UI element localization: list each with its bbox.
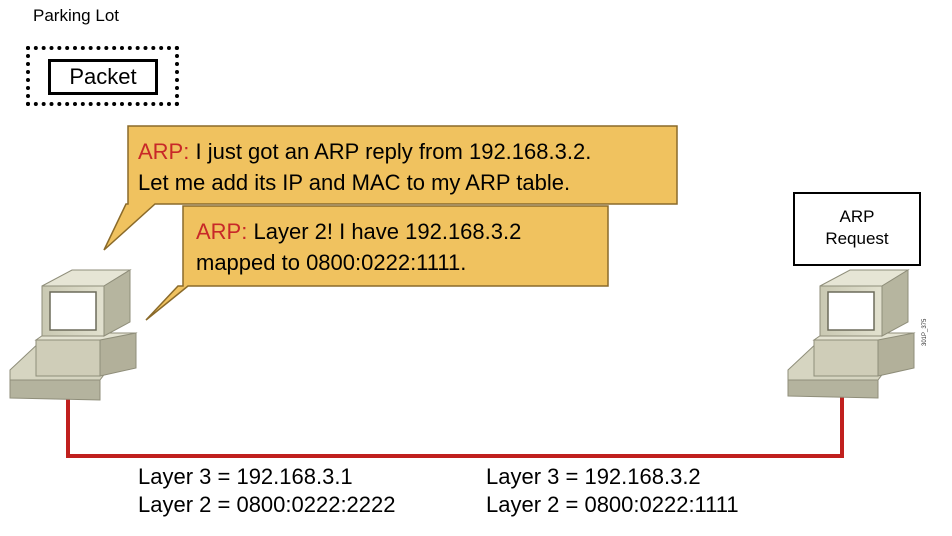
arp-request-line-1: ARP — [839, 207, 875, 226]
bubble-mapping-line-2: mapped to 0800:0222:1111. — [196, 250, 467, 275]
figure-code: 301P_375 — [922, 318, 928, 346]
left-host-addresses: Layer 3 = 192.168.3.1 Layer 2 = 0800:022… — [138, 463, 396, 519]
arp-tag: ARP: — [138, 139, 190, 164]
left-host-layer3: Layer 3 = 192.168.3.1 — [138, 464, 353, 489]
bubble-mapping-text: ARP: Layer 2! I have 192.168.3.2 mapped … — [196, 216, 521, 278]
arp-tag: ARP: — [196, 219, 248, 244]
right-host-addresses: Layer 3 = 192.168.3.2 Layer 2 = 0800:022… — [486, 463, 739, 519]
arp-request-box: ARP Request — [793, 192, 921, 266]
bubble-mapping-line-1: ARP: Layer 2! I have 192.168.3.2 — [196, 216, 521, 247]
bubble-reply-text: ARP: I just got an ARP reply from 192.16… — [138, 136, 591, 198]
speech-bubble-reply — [103, 125, 678, 251]
bubble-mapping-line-1-text: Layer 2! I have 192.168.3.2 — [253, 219, 522, 244]
bubble-reply-line-1: ARP: I just got an ARP reply from 192.16… — [138, 136, 591, 167]
parking-lot-title: Parking Lot — [33, 6, 119, 25]
left-host-layer2: Layer 2 = 0800:0222:2222 — [138, 492, 396, 517]
arp-request-line-2: Request — [825, 229, 889, 248]
packet-box: Packet — [48, 59, 158, 95]
left-computer-icon — [9, 269, 138, 401]
right-host-layer3: Layer 3 = 192.168.3.2 — [486, 464, 701, 489]
network-link — [66, 396, 844, 458]
right-host-layer2: Layer 2 = 0800:0222:1111 — [486, 492, 739, 517]
right-computer-icon — [787, 269, 916, 399]
bubble-reply-line-1-text: I just got an ARP reply from 192.168.3.2… — [195, 139, 592, 164]
bubble-reply-line-2: Let me add its IP and MAC to my ARP tabl… — [138, 170, 571, 195]
speech-bubble-mapping — [145, 205, 609, 321]
parking-lot-area — [26, 46, 179, 106]
